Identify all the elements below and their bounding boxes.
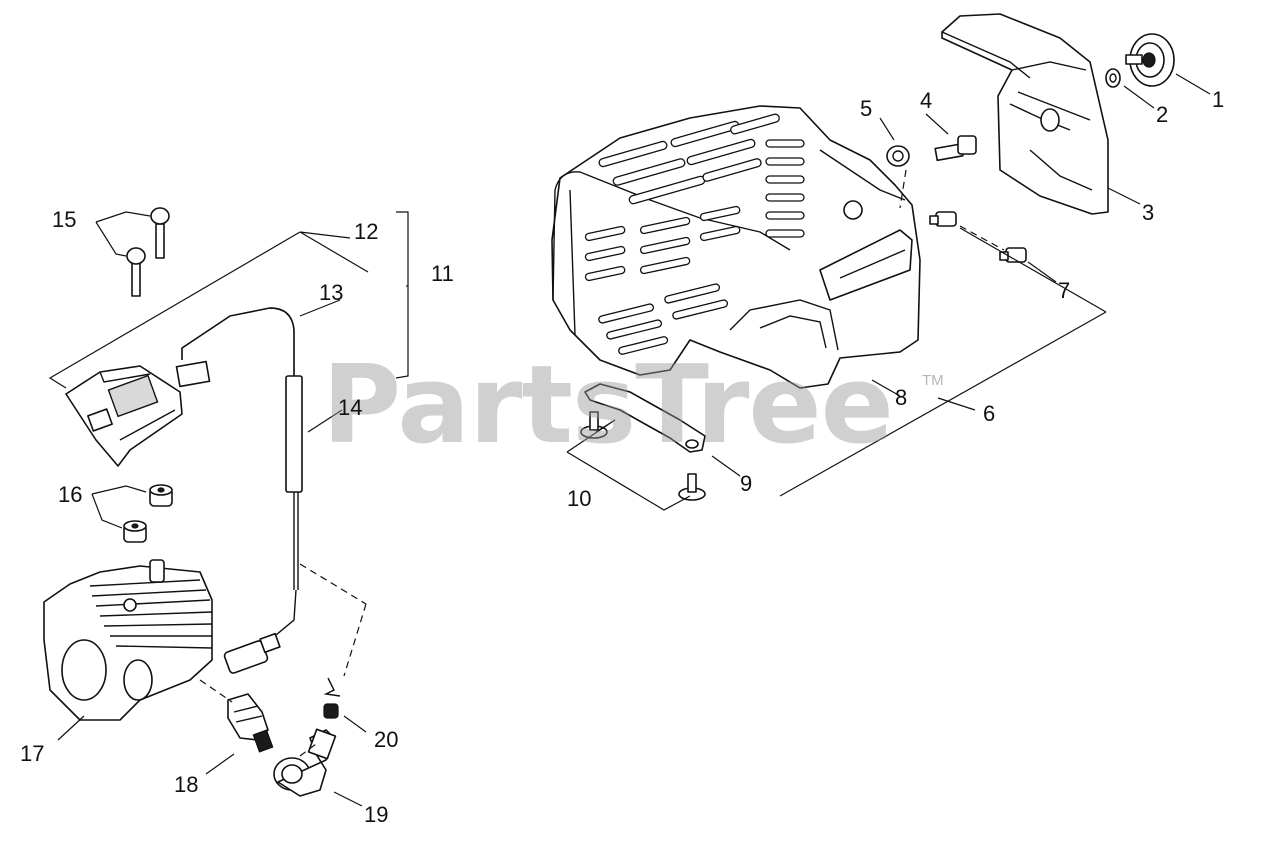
callout-17[interactable]: 17 xyxy=(20,741,45,766)
callout-6[interactable]: 6 xyxy=(983,401,996,426)
part-1-knob xyxy=(1125,33,1175,87)
part-6-cylinder-cover xyxy=(551,105,921,389)
callout-9[interactable]: 9 xyxy=(740,471,753,496)
watermark-text: PartsTree xyxy=(322,343,894,468)
callout-8[interactable]: 8 xyxy=(895,385,908,410)
callout-1[interactable]: 1 xyxy=(1212,87,1225,112)
watermark-trademark: TM xyxy=(922,372,944,389)
part-16-spacers xyxy=(123,484,173,543)
callout-19[interactable]: 19 xyxy=(364,802,389,827)
callout-18[interactable]: 18 xyxy=(174,772,199,797)
leader-lines xyxy=(48,73,1211,807)
part-9-bracket xyxy=(584,383,706,453)
callout-11[interactable]: 11 xyxy=(431,261,454,286)
part-19-plug-cap xyxy=(273,728,337,797)
callout-13[interactable]: 13 xyxy=(319,280,344,305)
callout-16[interactable]: 16 xyxy=(58,482,83,507)
callout-2[interactable]: 2 xyxy=(1156,102,1169,127)
part-18-spark-plug xyxy=(227,693,274,753)
callout-3[interactable]: 3 xyxy=(1142,200,1155,225)
part-13-14-lead-wire xyxy=(175,307,303,674)
part-20-spring xyxy=(323,677,341,719)
part-15-screws xyxy=(126,207,170,297)
part-2-washer xyxy=(1105,68,1121,88)
callout-7[interactable]: 7 xyxy=(1058,278,1071,303)
part-3-top-cover xyxy=(941,13,1109,215)
part-4-bolt xyxy=(934,135,977,162)
callout-10[interactable]: 10 xyxy=(567,486,592,511)
part-7-screws xyxy=(929,211,1027,263)
part-5-grommet xyxy=(886,145,910,167)
callout-15[interactable]: 15 xyxy=(52,207,77,232)
part-12-ignition-coil xyxy=(65,365,183,467)
part-10-screws xyxy=(580,411,706,501)
callout-5[interactable]: 5 xyxy=(860,96,873,121)
callout-12[interactable]: 12 xyxy=(354,219,379,244)
callout-4[interactable]: 4 xyxy=(920,88,933,113)
part-17-cylinder xyxy=(43,559,213,721)
callout-14[interactable]: 14 xyxy=(338,395,363,420)
callout-20[interactable]: 20 xyxy=(374,727,399,752)
